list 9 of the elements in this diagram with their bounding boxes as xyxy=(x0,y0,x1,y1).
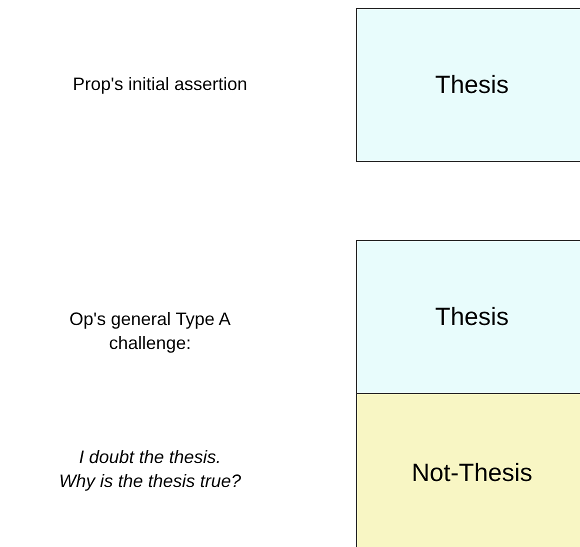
not-thesis-box xyxy=(356,393,580,547)
box-label: Thesis xyxy=(435,302,509,332)
description-text: Prop's initial assertion xyxy=(72,73,248,96)
box-label: Thesis xyxy=(435,70,509,100)
description-text: Op's general Type A challenge: xyxy=(68,308,232,355)
quote-text: I doubt the thesis. Why is the thesis true? xyxy=(58,446,242,493)
box-label: Not-Thesis xyxy=(412,458,532,488)
thesis-box xyxy=(356,8,580,162)
thesis-box xyxy=(356,240,580,394)
